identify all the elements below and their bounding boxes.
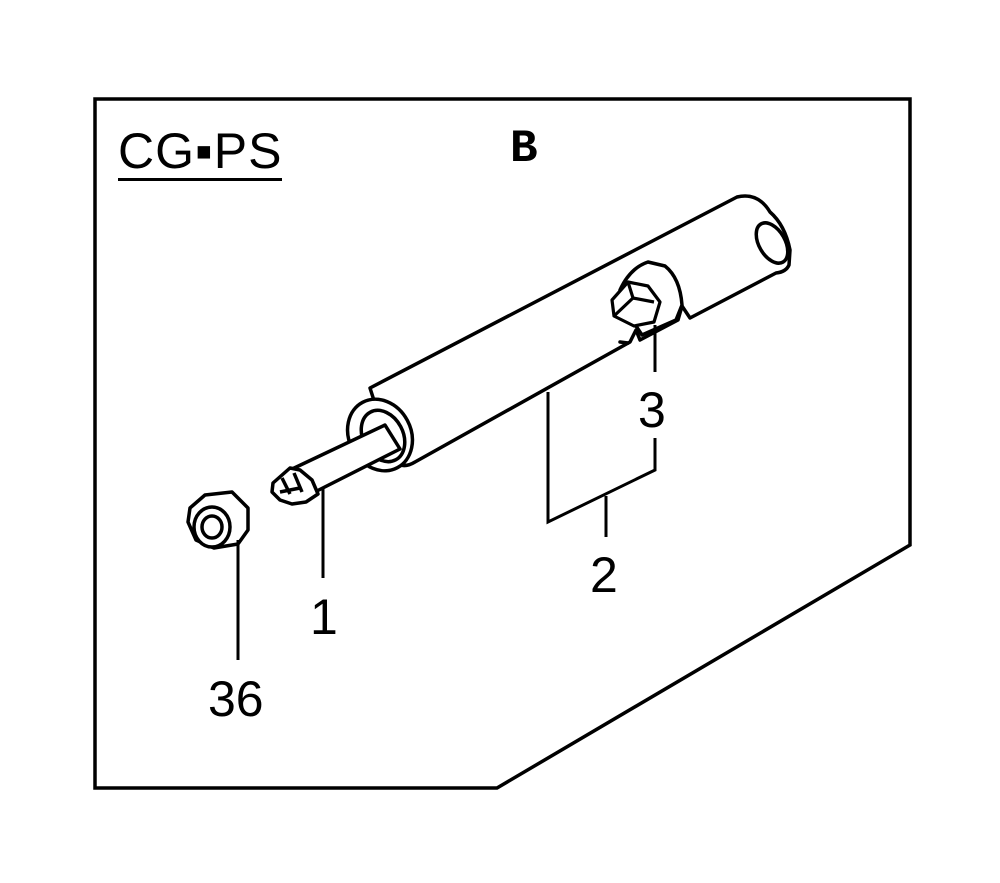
callout-part-36: 36: [208, 671, 264, 727]
part-36-collar: [186, 490, 250, 550]
variant-label: CG▪PS: [118, 123, 283, 181]
leader-part-2: [546, 392, 657, 525]
section-letter: B: [510, 123, 538, 175]
part-3-nut: [610, 280, 662, 328]
callout-part-2: 2: [590, 547, 618, 603]
part-1-shaft: [270, 423, 402, 506]
tube-end-slot: [754, 221, 790, 265]
callout-part-1: 1: [310, 589, 338, 645]
callout-part-3: 3: [638, 382, 666, 438]
tube-assembly: [345, 194, 792, 473]
leader-lines: [236, 325, 657, 660]
diagram-frame: [93, 97, 912, 790]
